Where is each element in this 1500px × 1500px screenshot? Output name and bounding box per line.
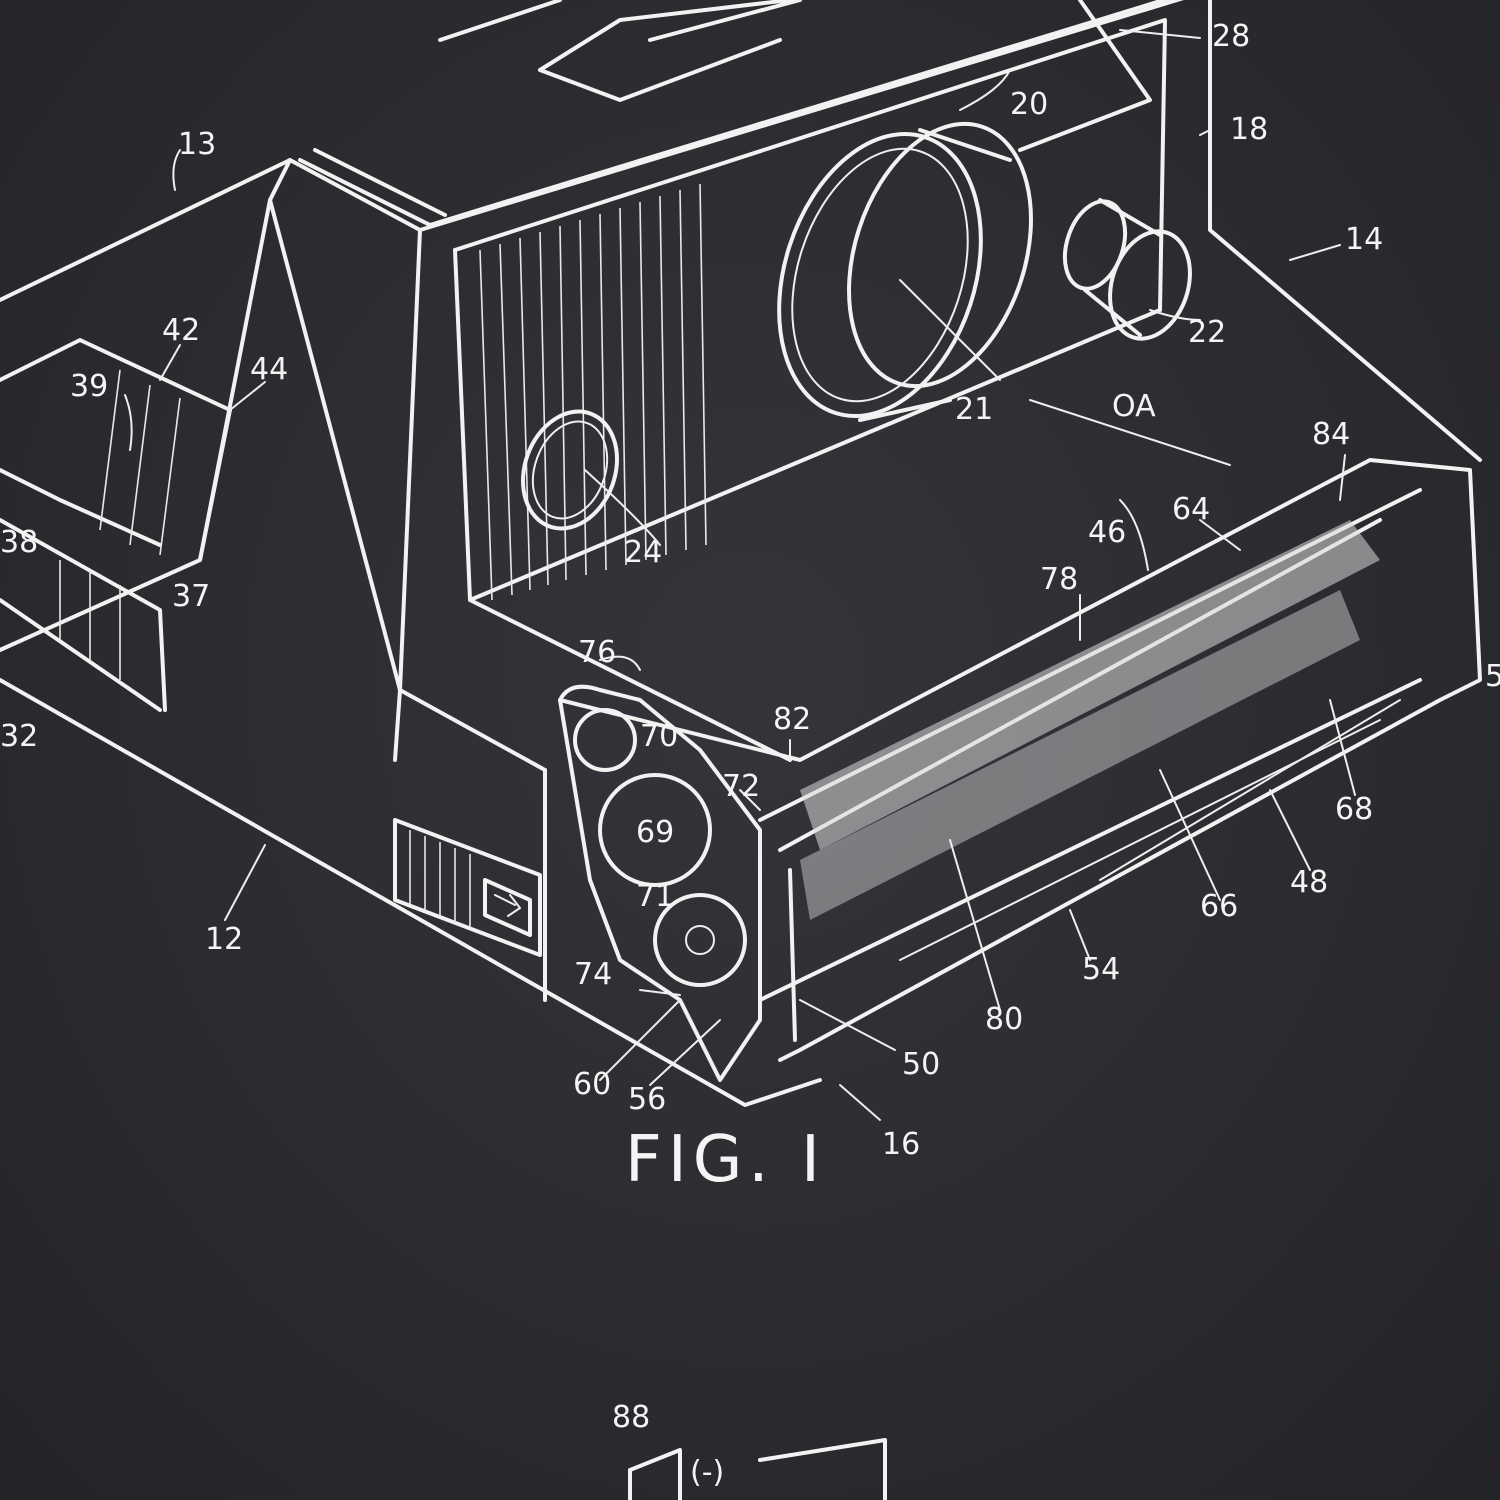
front-panel [453, 0, 1482, 762]
ref-oa: OA [1112, 389, 1156, 424]
focus-knob [1062, 198, 1192, 341]
ref-18: 18 [1230, 112, 1269, 147]
ref-13: 13 [178, 127, 217, 162]
ref-84: 84 [1312, 417, 1351, 452]
leader-lines [124, 29, 1356, 1121]
ref-58-partial: 5 [1485, 659, 1500, 694]
ref-78: 78 [1040, 562, 1079, 597]
top-housing [298, 0, 1171, 227]
ref-70: 70 [640, 719, 679, 754]
ref-60: 60 [573, 1067, 612, 1102]
ref-74: 74 [574, 957, 613, 992]
ref-28: 28 [1212, 19, 1251, 54]
ref-16: 16 [882, 1127, 921, 1162]
lens-barrel [777, 121, 1033, 422]
ref-80: 80 [985, 1002, 1024, 1037]
ref-46: 46 [1088, 515, 1127, 550]
ref-64: 64 [1172, 492, 1211, 527]
ref-44: 44 [250, 352, 289, 387]
ref-88: 88 [612, 1400, 651, 1435]
body-outline [0, 0, 1184, 1107]
ref-56: 56 [628, 1082, 667, 1117]
ref-37: 37 [172, 579, 211, 614]
ref-71: 71 [636, 879, 675, 914]
figure-caption: FIG. I [625, 1123, 826, 1197]
ref-66: 66 [1200, 889, 1239, 924]
ref-22: 22 [1188, 315, 1227, 350]
ref-69: 69 [636, 815, 675, 850]
ref-48: 48 [1290, 865, 1329, 900]
ref-76: 76 [578, 635, 617, 670]
film-cassette [558, 458, 1482, 1062]
ref-82: 82 [773, 702, 812, 737]
ref-21: 21 [955, 392, 994, 427]
ref-20: 20 [1010, 87, 1049, 122]
lower-figure-fragment [628, 1438, 887, 1500]
ref-54: 54 [1082, 952, 1121, 987]
ref-12: 12 [205, 922, 244, 957]
ref-24: 24 [624, 535, 663, 570]
electric-eye [520, 409, 620, 531]
gear-train [558, 684, 762, 1082]
ref-negative-terminal: (-) [690, 1455, 725, 1490]
ref-39: 39 [70, 369, 109, 404]
ref-14: 14 [1345, 222, 1384, 257]
ref-72: 72 [722, 769, 761, 804]
viewfinder [0, 338, 232, 712]
ref-50: 50 [902, 1047, 941, 1082]
ref-32: 32 [0, 719, 39, 754]
ref-38: 38 [0, 525, 39, 560]
ref-42: 42 [162, 313, 201, 348]
eject-slot [393, 768, 547, 1002]
ref-68: 68 [1335, 792, 1374, 827]
